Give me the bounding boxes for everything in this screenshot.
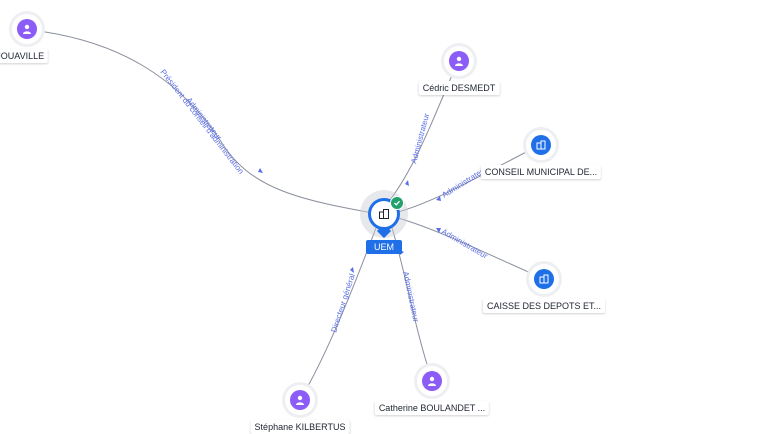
node-bubble[interactable] — [12, 14, 42, 44]
node-label[interactable]: CAISSE DES DEPOTS ET... — [482, 299, 606, 313]
node-label[interactable]: oël JOUAVILLE — [0, 49, 49, 63]
edge-label-jouaville-2: Administrateur — [184, 96, 223, 142]
building-icon — [539, 274, 549, 284]
node-bubble[interactable] — [529, 264, 559, 294]
edge-desmedt — [389, 61, 459, 201]
building-icon — [379, 209, 389, 219]
edge-label-desmedt: Administrateur — [409, 112, 431, 164]
edge-label-caisse: Administrateur — [440, 227, 489, 261]
edge-jouaville — [29, 29, 385, 216]
person-icon — [23, 24, 31, 34]
node-bubble[interactable] — [417, 366, 447, 396]
edge-arrow-desmedt — [405, 180, 409, 186]
node-bubble[interactable] — [444, 46, 474, 76]
node-label[interactable]: Catherine BOULANDET ... — [374, 401, 490, 415]
edge-arrow-kilbertus — [350, 267, 354, 273]
edge-conseil — [397, 144, 541, 213]
node-label[interactable]: Stéphane KILBERTUS — [250, 420, 350, 434]
edge-arrow-jouaville — [258, 168, 263, 173]
edge-arrow-caisse — [436, 228, 441, 233]
person-icon — [428, 376, 436, 386]
node-bubble[interactable] — [285, 385, 315, 415]
node-label[interactable]: CONSEIL MUNICIPAL DE... — [480, 165, 602, 179]
edge-caisse — [397, 217, 543, 279]
person-icon — [455, 56, 463, 66]
center-label[interactable]: UEM — [366, 240, 402, 254]
node-label[interactable]: Cédric DESMEDT — [418, 81, 500, 95]
edge-arrow-conseil — [436, 196, 441, 201]
person-icon — [296, 395, 304, 405]
edge-label-kilbertus: Directeur général — [329, 272, 357, 333]
node-bubble[interactable] — [526, 130, 556, 160]
verified-check-icon — [390, 196, 404, 210]
edge-label-boulandet: Administrateur — [401, 271, 421, 324]
building-icon — [536, 140, 546, 150]
